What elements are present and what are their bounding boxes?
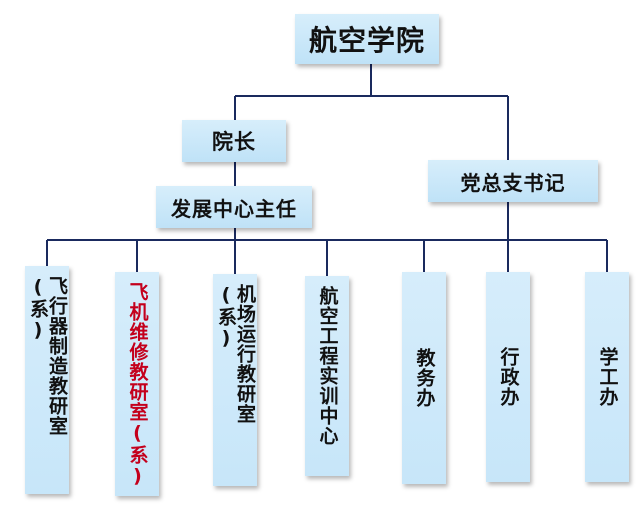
dean-node: 院长: [182, 120, 286, 162]
root-label: 航空学院: [308, 24, 425, 57]
dept-airport-operations-label: 机场运行教研室(系): [215, 284, 256, 424]
party-secretary-label: 党总支书记: [460, 170, 566, 195]
dept-airport-operations: 机场运行教研室(系): [213, 274, 257, 486]
dev-center-node: 发展中心主任: [156, 186, 312, 228]
dept-aircraft-maintenance: 飞机维修教研室(系): [115, 272, 159, 496]
dept-admin-office-label: 行政办: [497, 347, 520, 407]
dev-center-label: 发展中心主任: [171, 196, 297, 221]
dept-training-center-label: 航空工程实训中心: [316, 286, 339, 446]
dept-admin-office: 行政办: [486, 272, 530, 482]
dept-student-affairs-office: 学工办: [585, 272, 629, 482]
dean-label: 院长: [212, 130, 256, 154]
party-secretary-node: 党总支书记: [428, 160, 598, 202]
root-node: 航空学院: [295, 14, 439, 64]
dept-aircraft-manufacturing: 飞行器制造教研室(系): [25, 266, 69, 494]
dept-student-affairs-office-label: 学工办: [596, 347, 619, 407]
dept-aircraft-manufacturing-label: 飞行器制造教研室(系): [27, 276, 68, 436]
dept-training-center: 航空工程实训中心: [305, 276, 349, 476]
dept-academic-office: 教务办: [402, 272, 446, 484]
dept-academic-office-label: 教务办: [413, 348, 436, 408]
dept-aircraft-maintenance-label: 飞机维修教研室(系): [126, 282, 149, 488]
